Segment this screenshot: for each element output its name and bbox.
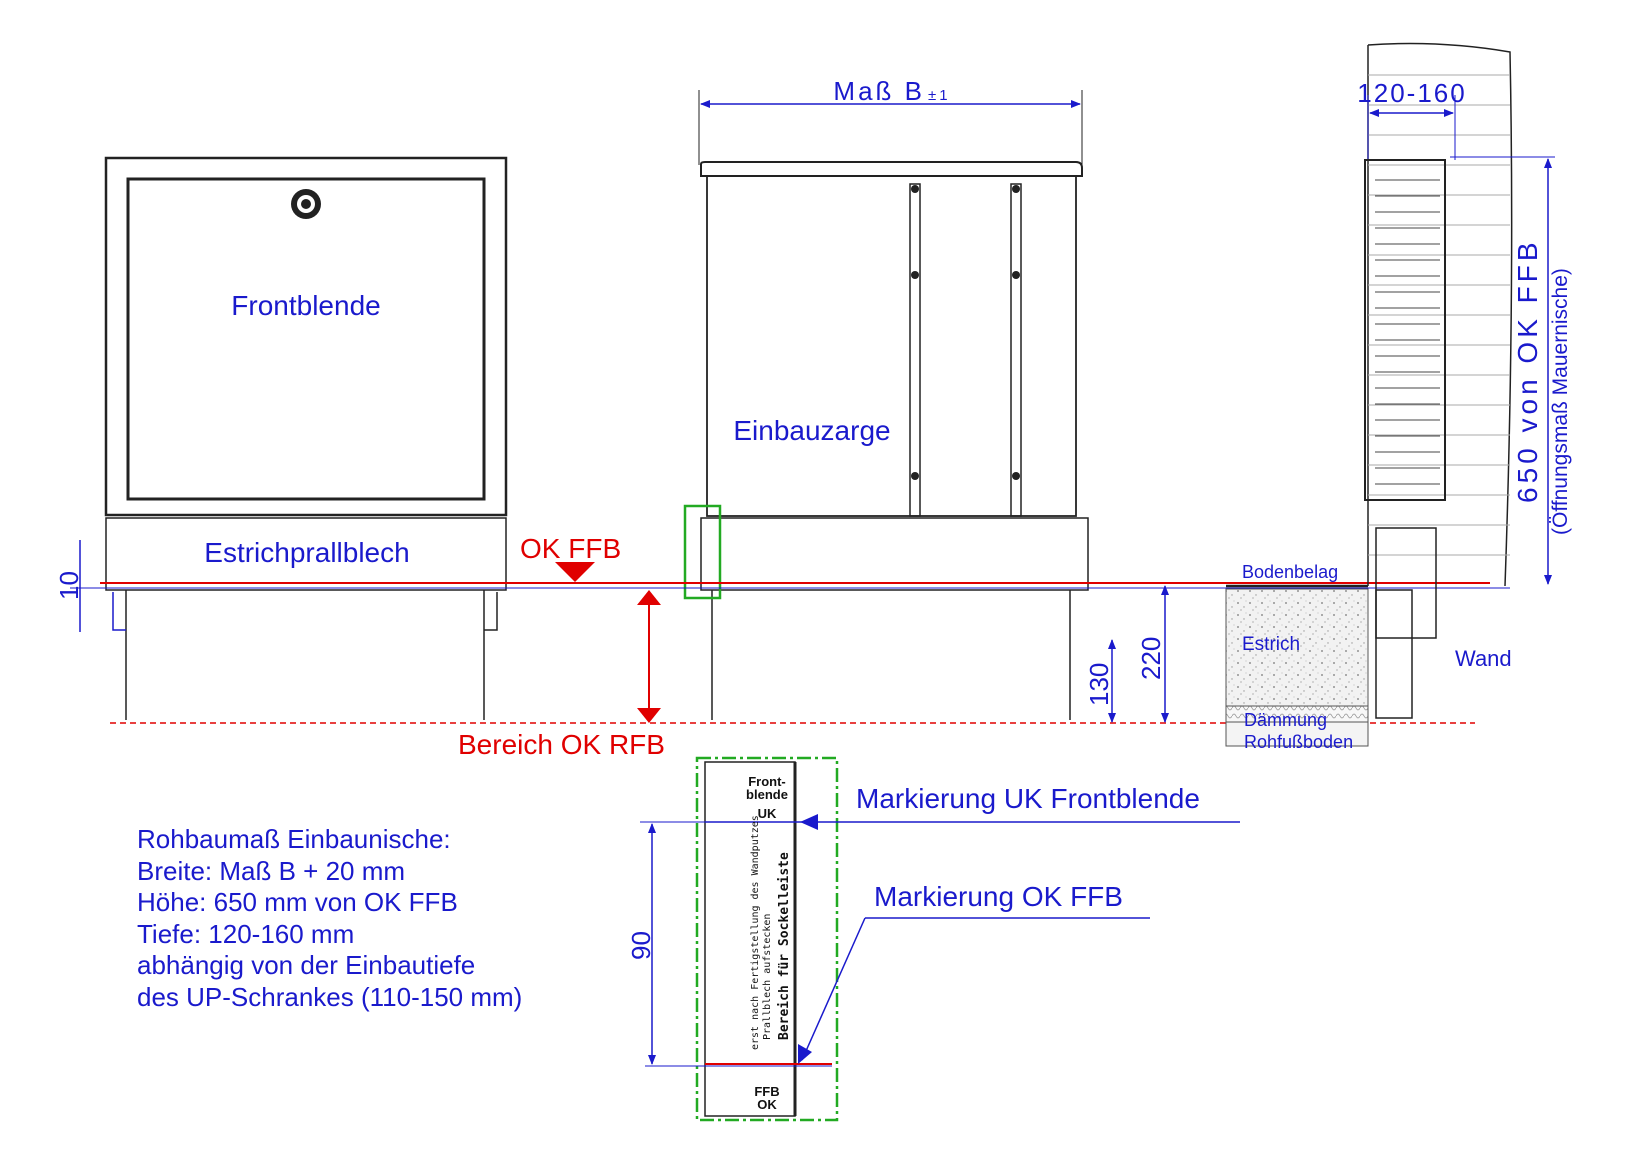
strip-note-2: Prallblech aufstecken (762, 914, 773, 1040)
strip-front-label-1: Front- (748, 774, 786, 789)
frame-view: Maß B±1 Einbauzarge (683, 76, 1089, 720)
side-section: 120-160 650 von OK FFB (Öffnungsmaß Maue… (1225, 42, 1572, 752)
front-bracket-right (484, 592, 498, 631)
frame-bolts (911, 185, 1020, 480)
strip-note-1: erst nach Fertigstellung des Wandputzes (750, 815, 761, 1050)
front-view: Frontblende Estrichprallblech (104, 156, 508, 720)
section-foot (1375, 589, 1413, 719)
front-bracket-left (112, 592, 126, 631)
callout-ffb-label: Markierung OK FFB (874, 881, 1123, 912)
rfb-range-label: Bereich OK RFB (458, 729, 665, 760)
ffb-level-marker (555, 562, 595, 582)
screed-label: Estrich (1242, 634, 1300, 655)
frame-label: Einbauzarge (733, 415, 890, 446)
front-panel-label: Frontblende (231, 290, 380, 321)
front-cover-outer (104, 156, 508, 517)
strip-note-3: Bereich für Sockelleiste (777, 852, 792, 1040)
strip-ffb-label: FFB (754, 1084, 779, 1099)
dim-90-label: 90 (626, 931, 656, 960)
note-line: abhängig von der Einbautiefe (137, 950, 476, 980)
note-line: Breite: Maß B + 20 mm (137, 855, 406, 886)
note-line: Rohbaumaß Einbaunische: (137, 824, 451, 854)
height-dim-label: 650 von OK FFB (1512, 238, 1543, 503)
note-line: Höhe: 650 mm von OK FFB (137, 887, 458, 917)
level-lines: OK FFB Bereich OK RFB (70, 533, 1510, 760)
frame-apron (700, 517, 1089, 591)
ffb-level-label: OK FFB (520, 533, 621, 564)
note-line: Tiefe: 120-160 mm (137, 918, 355, 949)
niche-notes: Rohbaumaß Einbaunische: Breite: Maß B + … (137, 824, 522, 1013)
dimensions: 10 130 220 (54, 540, 1169, 723)
screed-layer (1225, 588, 1369, 707)
apron-label: Estrichprallblech (204, 537, 409, 568)
cabinet-louvres (1375, 179, 1440, 485)
wall-bricks (1368, 74, 1510, 556)
insulation-label: Dämmung (1244, 710, 1327, 730)
lock-icon (291, 189, 321, 219)
frame-box (706, 175, 1077, 517)
dim-130-label: 130 (1084, 663, 1114, 706)
depth-dim-label: 120-160 (1357, 78, 1466, 108)
raw-floor-layer (1225, 721, 1369, 747)
dim-10-label: 10 (54, 571, 84, 600)
strip-front-label-2: blende (746, 787, 788, 802)
section-bracket (1375, 527, 1437, 639)
wall-label: Wand (1455, 646, 1512, 671)
detail-marker-box (683, 504, 722, 600)
frame-rail-right (1010, 183, 1022, 517)
cabinet-section (1364, 159, 1446, 501)
height-dim-note: (Öffnungsmaß Mauernische) (1549, 268, 1572, 535)
strip-uk-label: UK (758, 806, 777, 821)
detail-view: Front- blende UK erst nach Fertigstellun… (626, 756, 1240, 1122)
floor-covering-label: Bodenbelag (1242, 562, 1338, 582)
callout-ffb-arrow (798, 1044, 812, 1064)
width-dim-text: Maß B (833, 76, 925, 106)
note-line: des UP-Schrankes (110-150 mm) (137, 981, 523, 1012)
front-cover-inner (126, 177, 486, 501)
rfb-arrow-up (637, 590, 661, 605)
width-dim-tolerance: ±1 (928, 87, 951, 104)
detail-frame (695, 756, 839, 1122)
callout-uk-label: Markierung UK Frontblende (856, 783, 1200, 814)
raw-floor-label: Rohfußboden (1244, 732, 1353, 752)
uk-marking-arrow (800, 814, 818, 830)
dim-220-label: 220 (1136, 637, 1166, 680)
rfb-arrow-down (637, 708, 661, 723)
strip-ok-label: OK (757, 1097, 777, 1112)
width-dim-label: Maß B±1 (833, 76, 950, 106)
callout-ffb-leader (801, 917, 866, 1061)
frame-rail-left (909, 183, 921, 517)
apron-plate (105, 517, 507, 591)
frame-top-rail (700, 161, 1083, 177)
